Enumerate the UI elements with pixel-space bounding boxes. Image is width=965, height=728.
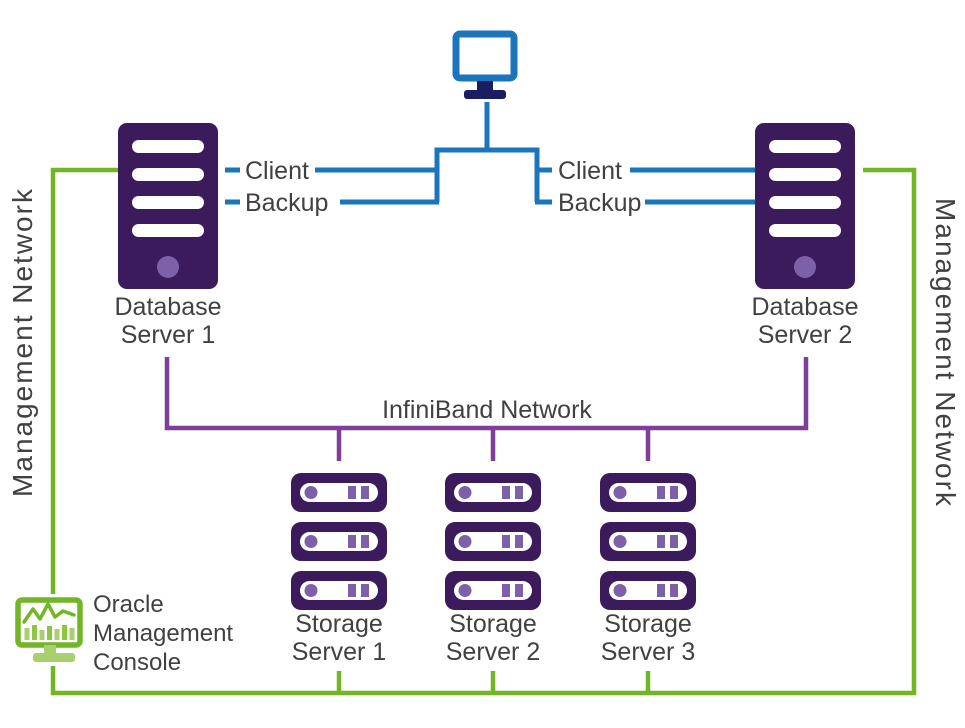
client-computer-icon xyxy=(452,30,518,99)
rack-unit xyxy=(600,473,696,512)
client-link-label-left: Client xyxy=(245,157,309,185)
rack-unit xyxy=(445,473,541,512)
storage-server-2-label: Storage Server 2 xyxy=(393,610,593,666)
management-network-label-left: Management Network xyxy=(7,187,38,497)
rack-unit xyxy=(291,571,387,610)
label-line: Management xyxy=(93,620,234,647)
client-link-label-right: Client xyxy=(558,157,622,185)
backup-link-label-left: Backup xyxy=(245,189,329,217)
storage-server-2-icon xyxy=(445,473,541,610)
label-line: Storage xyxy=(449,610,537,638)
database-server-1-label: Database Server 1 xyxy=(68,293,268,349)
console-bar-chart xyxy=(24,625,75,640)
rack-unit xyxy=(600,571,696,610)
rack-unit xyxy=(291,473,387,512)
label-line: Storage xyxy=(604,610,692,638)
console-base xyxy=(33,653,75,662)
rack-unit xyxy=(445,522,541,561)
client-backup-network-lines xyxy=(225,102,755,205)
label-line: Server 2 xyxy=(445,638,541,666)
rack-unit xyxy=(291,522,387,561)
power-button xyxy=(157,256,179,278)
storage-server-1-icon xyxy=(291,473,387,610)
client-monitor-neck xyxy=(477,81,493,92)
label-line: Database xyxy=(114,293,222,321)
infiniband-network-label: InfiniBand Network xyxy=(382,396,592,424)
label-line: Console xyxy=(93,649,182,676)
database-server-1-icon xyxy=(118,123,218,289)
management-console-icon xyxy=(12,594,92,666)
management-network-label-right: Management Network xyxy=(930,198,961,508)
database-server-2-label: Database Server 2 xyxy=(705,293,905,349)
console-neck xyxy=(44,645,56,655)
rack-unit xyxy=(445,571,541,610)
management-network-line xyxy=(50,167,917,696)
label-line: Server 1 xyxy=(291,638,387,666)
power-button xyxy=(794,256,816,278)
storage-server-1-label: Storage Server 1 xyxy=(239,610,439,666)
infiniband-network-line xyxy=(164,357,809,461)
label-line: Storage xyxy=(295,610,383,638)
label-line: Server 2 xyxy=(757,321,853,349)
label-line: Server 1 xyxy=(120,321,216,349)
client-branch-line xyxy=(434,147,540,202)
label-line: Database xyxy=(751,293,859,321)
label-line: Oracle xyxy=(93,591,164,618)
backup-link-label-right: Backup xyxy=(558,189,642,217)
label-line: Server 3 xyxy=(600,638,696,666)
console-trend-line xyxy=(22,602,76,624)
rack-unit xyxy=(600,522,696,561)
storage-server-3-icon xyxy=(600,473,696,610)
database-server-2-icon xyxy=(755,123,855,289)
storage-server-3-label: Storage Server 3 xyxy=(548,610,748,666)
management-console-label: Oracle Management Console xyxy=(93,590,233,677)
client-monitor-base xyxy=(464,90,506,99)
client-monitor-screen xyxy=(452,30,518,82)
